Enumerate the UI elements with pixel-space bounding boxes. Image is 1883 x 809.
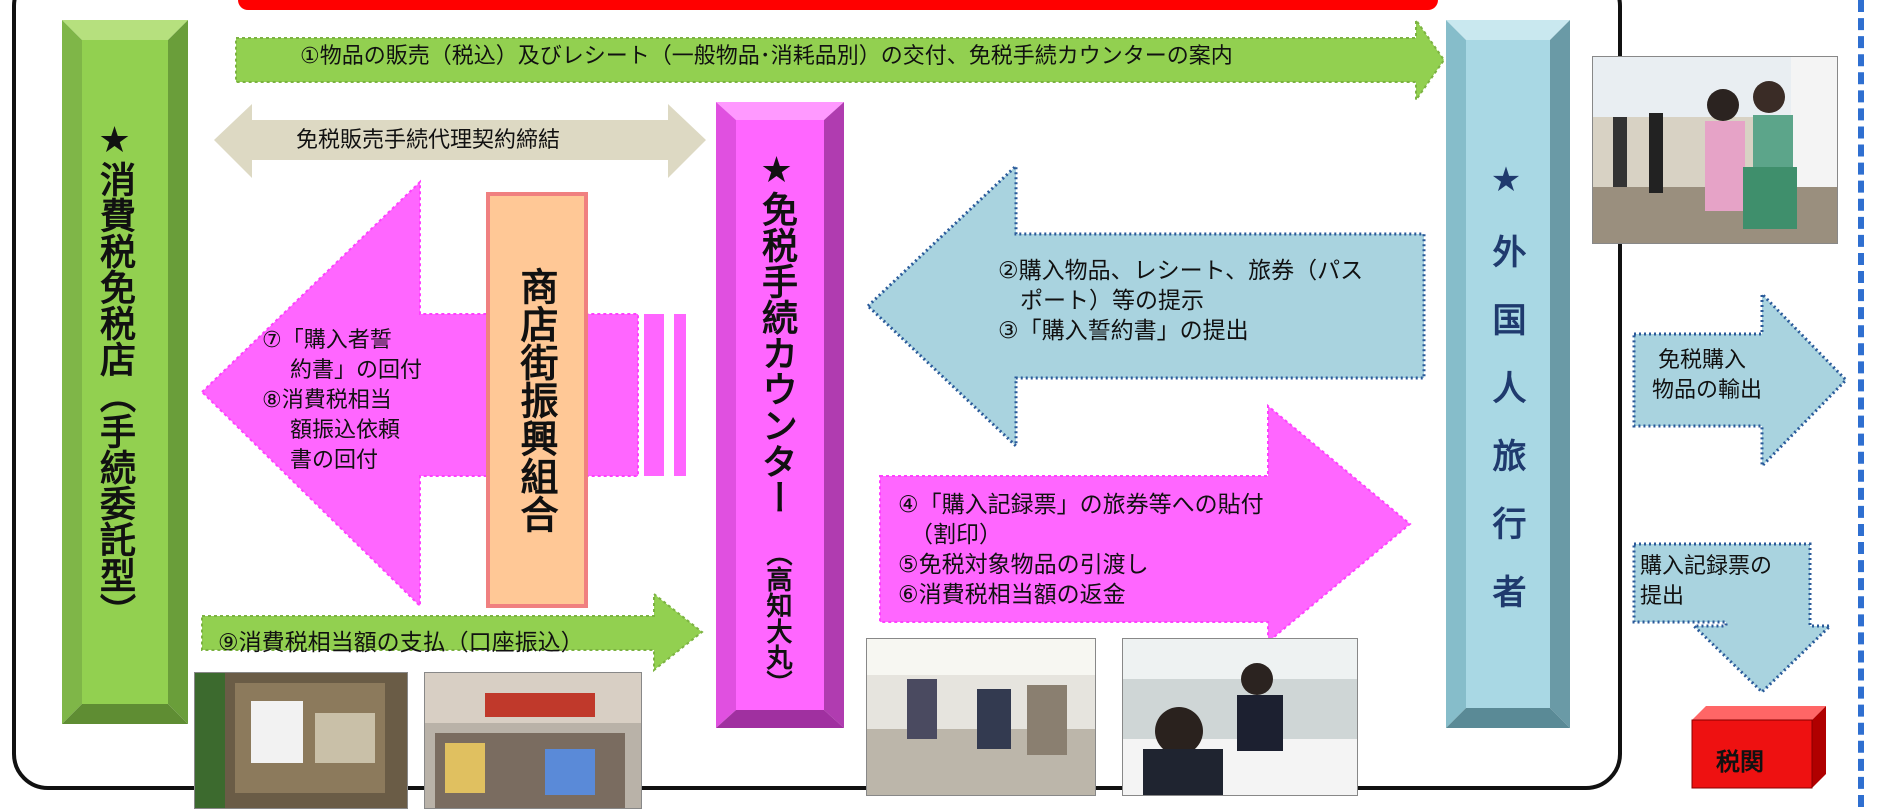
arrow-4-6-text: ④「購入記録票」の旅券等への貼付 （割印） ⑤免税対象物品の引渡し ⑥消費税相当… <box>898 490 1318 610</box>
arrow-9-label: ⑨消費税相当額の支払（口座振込） <box>218 630 584 656</box>
foreign-tourist-pillar <box>1446 20 1570 728</box>
top-red-bar <box>238 0 1438 10</box>
arrow-2-3-text: ②購入物品、レシート、旅券（パス ポート）等の提示 ③「購入誓約書」の提出 <box>998 256 1378 346</box>
export-arrow <box>1632 290 1849 470</box>
arrow-4-6-line: ⑥消費税相当額の返金 <box>898 582 1126 608</box>
foreign-tourist-label: ★外国人旅行者 <box>1486 160 1526 642</box>
tax-free-store-pillar <box>62 20 188 724</box>
arrow-1-label: ①物品の販売（税込）及びレシート（一般物品･消耗品別）の交付、免税手続カウンター… <box>300 44 1233 69</box>
contract-label: 免税販売手続代理契約締結 <box>296 128 561 153</box>
association-label: 商店街振興組合 <box>514 267 558 533</box>
customs-label: 税関 <box>1716 748 1764 776</box>
arrow-4-6-return <box>879 403 1412 645</box>
arrow-7-8-line: 書の回付 <box>290 448 379 473</box>
arrow-7-8-line: 額振込依頼 <box>290 418 401 443</box>
counter-sub-label: （高知大丸） <box>762 540 792 696</box>
arrow-7-8-line: ⑧消費税相当 <box>262 388 392 413</box>
association-box: 商店街振興組合 <box>486 192 588 608</box>
arrow-4-6-line: ⑤免税対象物品の引渡し <box>898 552 1149 578</box>
tax-free-store-label: ★消費税免税店（手続委託型） <box>94 120 135 629</box>
customs-box <box>1691 706 1826 789</box>
arrow-7-8-line: ⑦「購入者誓 <box>262 328 392 353</box>
arrow-2-3-line: ③「購入誓約書」の提出 <box>998 318 1249 344</box>
contract-arrow <box>214 104 706 178</box>
arrow-4-6-line: （割印） <box>910 522 1002 548</box>
arrow-4-6-line: ④「購入記録票」の旅券等への貼付 <box>898 492 1264 518</box>
submit-record-line: 提出 <box>1640 584 1685 609</box>
arrow-9-payment <box>201 591 704 673</box>
right-dashed-border <box>1858 0 1864 807</box>
arrow-7-8-text: ⑦「購入者誓 約書」の回付 ⑧消費税相当 額振込依頼 書の回付 <box>262 326 442 476</box>
arrow-2-3-line: ポート）等の提示 <box>1020 288 1204 314</box>
export-line: 物品の輸出 <box>1652 378 1763 403</box>
counter-photo-1 <box>866 638 1096 796</box>
shop-photo-1 <box>194 672 408 809</box>
submit-record-arrow <box>1632 542 1834 695</box>
arrow-7-8-return <box>200 179 686 609</box>
submit-record-line: 購入記録票の <box>1640 554 1773 579</box>
arrow-2-3-line: ②購入物品、レシート、旅券（パス <box>998 258 1364 284</box>
counter-photo-2 <box>1122 638 1358 796</box>
export-text: 免税購入 物品の輸出 <box>1652 346 1772 406</box>
arrow-7-8-line: 約書」の回付 <box>290 358 423 383</box>
shop-photo-2 <box>424 672 642 809</box>
tax-free-counter-pillar <box>716 102 844 728</box>
arrow-1-sale <box>235 16 1446 104</box>
arrow-2-3-present <box>865 162 1426 450</box>
submit-record-text: 購入記録票の 提出 <box>1640 552 1810 612</box>
diagram-frame <box>12 0 1622 790</box>
export-line: 免税購入 <box>1658 348 1747 373</box>
tourists-photo <box>1592 56 1838 244</box>
counter-label: ★免税手続カウンター <box>756 150 797 515</box>
